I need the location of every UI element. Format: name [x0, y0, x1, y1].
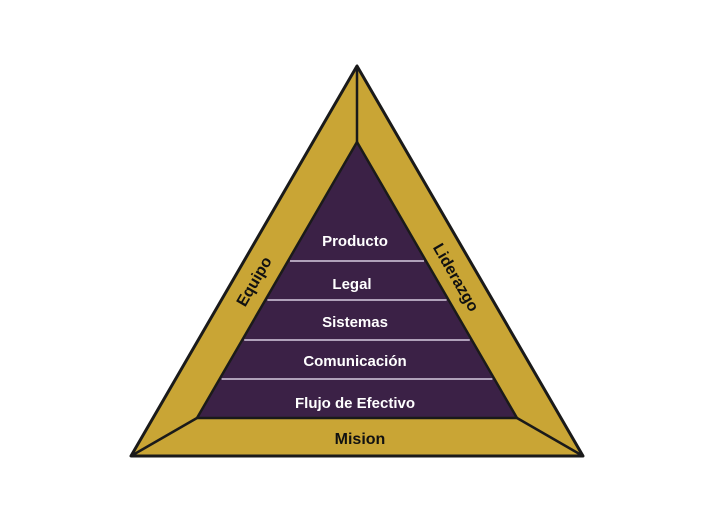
level-legal: Legal	[332, 276, 371, 293]
frame-joint-left	[130, 416, 198, 458]
inner-triangle	[195, 140, 519, 420]
level-producto: Producto	[322, 233, 388, 250]
frame-label-mision: Mision	[335, 431, 386, 448]
level-sistemas: Sistemas	[322, 314, 388, 331]
frame-joint-right	[516, 416, 584, 458]
level-comunicacion: Comunicación	[303, 353, 406, 370]
level-flujo-de-efectivo: Flujo de Efectivo	[295, 395, 415, 412]
